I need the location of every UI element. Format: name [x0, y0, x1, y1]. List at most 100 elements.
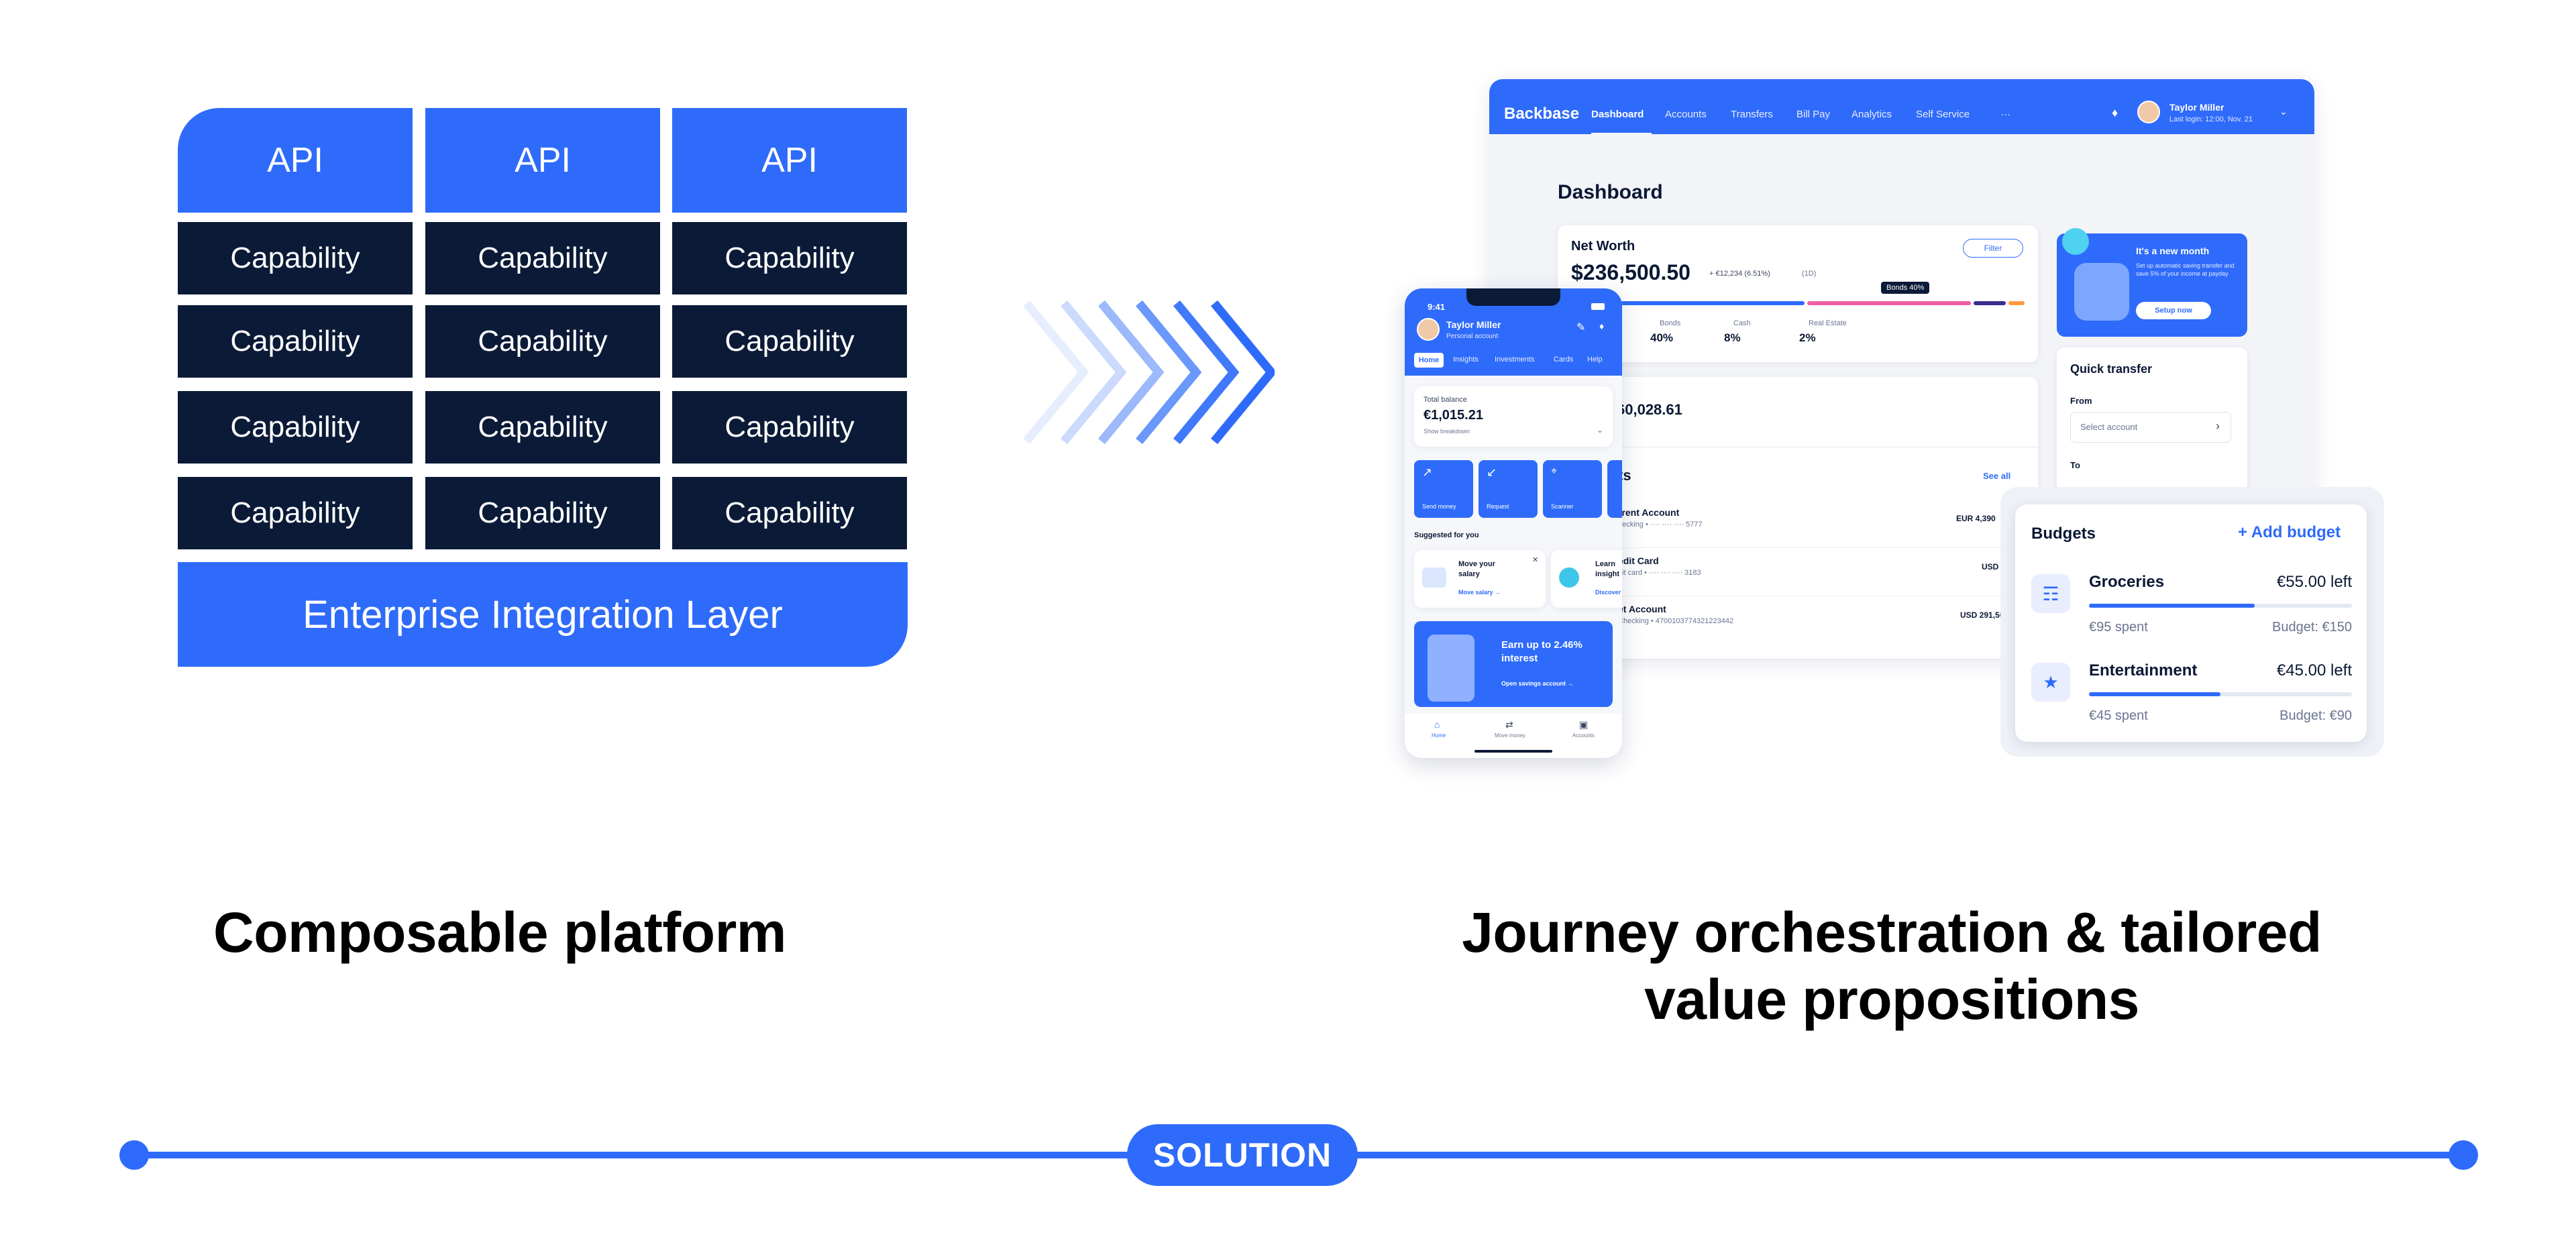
nav-self-service[interactable]: Self Service	[1916, 109, 1970, 120]
nav-analytics[interactable]: Analytics	[1851, 109, 1892, 120]
budget-left: €55.00 left	[2276, 573, 2352, 591]
capability-block: Capability	[178, 305, 413, 378]
see-all-link[interactable]: See all	[1983, 471, 2011, 481]
account-amount: USD 291,500	[1960, 610, 2009, 620]
basket-icon: ☶	[2031, 574, 2070, 613]
capability-block: Capability	[178, 477, 413, 549]
promo-title: Earn up to 2.46% interest	[1501, 639, 1582, 664]
enterprise-integration-layer: Enterprise Integration Layer	[178, 562, 908, 667]
budget-progress-fill	[2089, 692, 2220, 696]
suggest2-link[interactable]: Discover	[1595, 589, 1621, 596]
savings-promo-card[interactable]: Earn up to 2.46% interest Open savings a…	[1414, 621, 1613, 707]
nav-bill-pay[interactable]: Bill Pay	[1796, 109, 1831, 120]
close-icon[interactable]: ✕	[1532, 556, 1539, 564]
nav-active-indicator	[1591, 133, 1652, 134]
chevron-down-icon[interactable]: ⌄	[2279, 106, 2288, 117]
budgets-title: Budgets	[2031, 525, 2096, 543]
phone-notch	[1466, 288, 1560, 306]
send-money-button[interactable]: ↗ Send money	[1414, 460, 1473, 518]
bell-icon[interactable]: ♦	[2112, 106, 2118, 119]
account-name: rrent Account	[1618, 507, 1680, 518]
capability-block: Capability	[672, 222, 907, 294]
filter-label: Filter	[1984, 243, 2002, 253]
more-action-tile[interactable]	[1607, 460, 1622, 518]
tab-help[interactable]: Help	[1587, 356, 1603, 364]
account-row[interactable]: et Account Checking • 470010377432122344…	[1558, 598, 2038, 641]
suggest1-link[interactable]: Move salary →	[1458, 589, 1501, 596]
net-worth-period: (1D)	[1802, 270, 1817, 278]
promo-title: It's a new month	[2136, 246, 2210, 256]
chevron-2	[1060, 300, 1127, 445]
account-sub: dit card • ···· ···· ···· 3183	[1618, 569, 1701, 577]
avatar[interactable]	[2137, 101, 2160, 123]
account-row[interactable]: rrent Account hecking • ···· ···· ···· 5…	[1558, 502, 2038, 545]
request-label: Request	[1487, 503, 1509, 510]
tooltip: Bonds 40%	[1881, 282, 1930, 294]
allocation-value-bonds: 40%	[1650, 331, 1674, 344]
send-money-label: Send money	[1422, 503, 1456, 510]
tab-cards[interactable]: Cards	[1554, 356, 1574, 364]
edit-icon[interactable]: ✎	[1576, 322, 1586, 333]
accounts-icon[interactable]: ▣	[1579, 719, 1589, 730]
bottom-nav-accounts[interactable]: Accounts	[1572, 732, 1595, 739]
tab-investments[interactable]: Investments	[1495, 356, 1535, 364]
insight-icon	[1559, 567, 1579, 588]
bell-icon[interactable]: ♦	[1599, 321, 1605, 331]
home-icon[interactable]: ⌂	[1434, 719, 1440, 730]
budget-progress-track	[2089, 604, 2352, 608]
allocation-label-cash: Cash	[1733, 319, 1751, 327]
plus-icon: +	[2238, 523, 2251, 541]
suggest2-title: Learn insight	[1595, 560, 1620, 578]
chevron-5	[1173, 300, 1240, 445]
capability-block: Capability	[672, 477, 907, 549]
budget-row-entertainment[interactable]: ★ Entertainment €45.00 left €45 spent Bu…	[2015, 655, 2367, 735]
budget-row-groceries[interactable]: ☶ Groceries €55.00 left €95 spent Budget…	[2015, 566, 2367, 647]
api-block-2: API	[425, 108, 660, 213]
tab-insights[interactable]: Insights	[1453, 356, 1479, 364]
budget-progress-fill	[2089, 604, 2255, 608]
request-button[interactable]: ↙ Request	[1479, 460, 1538, 518]
show-breakdown[interactable]: Show breakdown	[1424, 428, 1470, 435]
mobile-user-sub: Personal account	[1446, 333, 1499, 340]
add-budget-label: Add budget	[2251, 523, 2341, 541]
total-balance-value: €1,015.21	[1424, 408, 1483, 423]
bottom-nav-move-money[interactable]: Move money	[1495, 732, 1525, 739]
total-balance-label: Total balance	[1424, 396, 1467, 404]
status-time: 9:41	[1428, 302, 1446, 312]
nav-more[interactable]: ···	[2000, 109, 2010, 120]
add-budget-button[interactable]: + Add budget	[2238, 523, 2341, 542]
net-worth-value: $236,500.50	[1571, 260, 1690, 284]
avatar[interactable]	[1417, 318, 1440, 341]
promo-card[interactable]: It's a new month Set up automatic saving…	[2057, 228, 2247, 337]
top-nav-bar: Backbase Dashboard Accounts Transfers Bi…	[1489, 79, 2314, 134]
from-select[interactable]: Select account ›	[2070, 412, 2231, 443]
capability-block: Capability	[425, 305, 660, 378]
scanner-button[interactable]: ⌖ Scanner	[1543, 460, 1602, 518]
home-indicator	[1474, 750, 1552, 753]
nav-transfers[interactable]: Transfers	[1731, 109, 1773, 120]
chevron-4	[1135, 300, 1202, 445]
net-worth-card: Net Worth Filter $236,500.50 + €12,234 (…	[1558, 225, 2038, 362]
nav-accounts[interactable]: Accounts	[1665, 109, 1707, 120]
account-sub: Checking • 4700103774321223442	[1618, 617, 1734, 625]
suggestion-card[interactable]: Move your salary Move salary → ✕	[1414, 550, 1546, 608]
setup-now-button[interactable]: Setup now	[2136, 302, 2211, 319]
promo-bubble	[2062, 228, 2089, 255]
capability-block: Capability	[178, 391, 413, 464]
heading-journey-line-2: value propositions	[1644, 968, 2139, 1031]
chevron-6	[1210, 300, 1275, 445]
account-row[interactable]: edit Card dit card • ···· ···· ···· 3183…	[1558, 550, 2038, 593]
suggestion-card[interactable]: Learn insight Discover	[1551, 550, 1622, 608]
bottom-nav-home[interactable]: Home	[1432, 732, 1446, 739]
select-account-placeholder: Select account	[2080, 422, 2138, 432]
total-balance-card[interactable]: Total balance €1,015.21 Show breakdown ⌄	[1414, 386, 1613, 447]
account-name: et Account	[1618, 604, 1666, 614]
nav-dashboard[interactable]: Dashboard	[1591, 109, 1644, 120]
filter-button[interactable]: Filter	[1963, 239, 2023, 258]
promo-link[interactable]: Open savings account →	[1501, 680, 1574, 687]
scan-icon: ⌖	[1551, 466, 1558, 477]
promo-text: Set up automatic saving transfer and sav…	[2136, 262, 2235, 277]
solution-badge: SOLUTION	[1127, 1124, 1358, 1186]
tab-home[interactable]: Home	[1414, 353, 1444, 368]
transfer-icon[interactable]: ⇄	[1505, 719, 1513, 730]
